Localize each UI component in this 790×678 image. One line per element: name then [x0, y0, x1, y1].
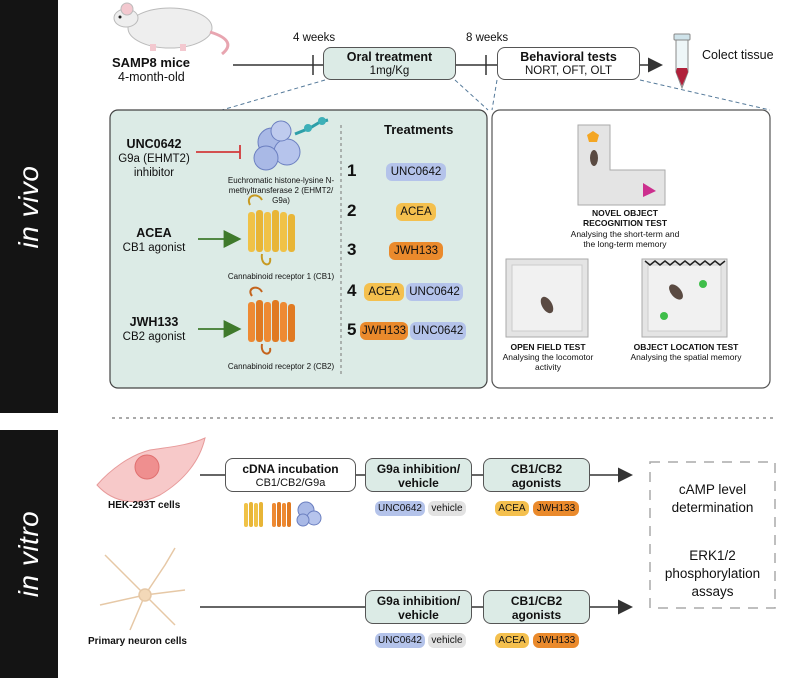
oft-desc-1: Analysing the locomotor	[502, 352, 594, 362]
behavioral-tests-title: Behavioral tests	[520, 50, 617, 64]
treatments-title: Treatments	[384, 122, 454, 137]
oft-desc-2: activity	[535, 362, 561, 372]
behavioral-tests-list: NORT, OFT, OLT	[524, 65, 613, 77]
neuron-pill-acea: ACEA	[495, 633, 529, 648]
treatment-number-4: 4	[347, 281, 357, 300]
g9a-inhibition-box-neuron: G9a inhibition/ vehicle	[365, 590, 472, 624]
g9a-box-hek-line2: vehicle	[398, 476, 439, 490]
nort-desc-1: Analysing the short-term and	[570, 229, 680, 239]
olt-desc: Analysing the spatial memory	[630, 352, 742, 362]
treatment-3-pill-jwh133: JWH133	[389, 242, 443, 260]
hek-pill-acea: ACEA	[495, 501, 529, 516]
drug-unc0642-name: UNC0642	[126, 137, 182, 151]
oft-arena-icon	[505, 258, 589, 338]
cb1-target-label: Cannabinoid receptor 1 (CB1)	[227, 272, 335, 281]
g9a-box-neuron-line1: G9a inhibition/	[376, 594, 461, 608]
mice-age: 4-month-old	[118, 70, 185, 84]
neuron-pill-unc0642: UNC0642	[375, 633, 425, 648]
hek-pill-vehicle: vehicle	[428, 501, 466, 516]
g9a-box-hek-line1: G9a inhibition/	[376, 462, 461, 476]
treatment-4-pill-acea: ACEA	[364, 283, 404, 301]
treatment-number-5: 5	[347, 320, 357, 339]
test-tube-icon	[673, 33, 691, 90]
cb2-receptor-icon	[248, 286, 295, 355]
olt-arena-icon	[641, 258, 728, 338]
g9a-protein-icon	[253, 117, 329, 171]
treatment-number-3: 3	[347, 240, 357, 259]
treatment-2-pill-acea: ACEA	[396, 203, 436, 221]
g9a-target-label: Euchromatic histone-lysine N-methyltrans…	[227, 176, 335, 205]
mice-name: SAMP8 mice	[112, 55, 191, 70]
mouse-icon	[113, 2, 230, 56]
result-erk-line3: assays	[691, 584, 734, 599]
week-8-label: 8 weeks	[466, 32, 509, 44]
drug-unc0642-role1: G9a (EHMT2)	[118, 153, 190, 165]
cb-agonists-box-neuron: CB1/CB2 agonists	[483, 590, 590, 624]
result-camp-line1: cAMP level	[678, 482, 747, 497]
oral-treatment-dose: 1mg/Kg	[369, 65, 410, 77]
neuron-icon	[99, 547, 186, 631]
treatment-4-pill-unc0642: UNC0642	[406, 283, 463, 301]
hek-cell-icon	[96, 437, 206, 503]
week-4-label: 4 weeks	[293, 32, 336, 44]
treatment-1-pill-unc0642: UNC0642	[386, 163, 446, 181]
neuron-label: Primary neuron cells	[88, 636, 187, 647]
oral-treatment-title: Oral treatment	[346, 50, 433, 64]
oral-treatment-box: Oral treatment 1mg/Kg	[323, 47, 456, 80]
nort-title-2: RECOGNITION TEST	[582, 218, 668, 228]
neuron-pill-jwh133: JWH133	[533, 633, 579, 648]
drug-acea-name: ACEA	[136, 226, 172, 240]
hek-pill-unc0642: UNC0642	[375, 501, 425, 516]
olt-title: OBJECT LOCATION TEST	[633, 342, 739, 352]
treatment-5-pill-jwh133: JWH133	[360, 322, 408, 340]
neuron-pill-vehicle: vehicle	[428, 633, 466, 648]
cdna-constructs-icon	[244, 501, 322, 527]
cb-agonists-box-hek: CB1/CB2 agonists	[483, 458, 590, 492]
drug-jwh133-name: JWH133	[129, 315, 179, 329]
cb2-target-label: Cannabinoid receptor 2 (CB2)	[227, 362, 335, 371]
g9a-box-neuron-line2: vehicle	[398, 608, 439, 622]
cb-box-hek-line2: agonists	[511, 476, 562, 490]
cdna-title: cDNA incubation	[242, 462, 339, 476]
cb-box-neuron-line1: CB1/CB2	[510, 594, 563, 608]
results-box	[649, 461, 776, 609]
cb1-receptor-icon	[247, 194, 295, 266]
hek-pill-jwh133: JWH133	[533, 501, 579, 516]
cdna-incubation-box: cDNA incubation CB1/CB2/G9a	[225, 458, 356, 492]
g9a-inhibition-box-hek: G9a inhibition/ vehicle	[365, 458, 472, 492]
in-vivo-sidebar: in vivo	[0, 0, 58, 413]
behavioral-tests-box: Behavioral tests NORT, OFT, OLT	[497, 47, 640, 80]
hek-label: HEK-293T cells	[108, 500, 181, 511]
nort-desc-2: the long-term memory	[583, 239, 667, 249]
cb-box-hek-line1: CB1/CB2	[510, 462, 563, 476]
treatment-number-2: 2	[347, 201, 357, 220]
result-camp-line2: determination	[671, 500, 754, 515]
cdna-subtitle: CB1/CB2/G9a	[255, 477, 326, 489]
cb-box-neuron-line2: agonists	[511, 608, 562, 622]
drug-jwh133-role: CB2 agonist	[122, 331, 186, 343]
oft-title: OPEN FIELD TEST	[510, 342, 586, 352]
treatment-number-1: 1	[347, 161, 357, 180]
in-vitro-sidebar: in vitro	[0, 430, 58, 678]
treatment-5-pill-unc0642: UNC0642	[410, 322, 466, 340]
result-erk-line1: ERK1/2	[689, 548, 736, 563]
result-erk-line2: phosphorylation	[664, 566, 761, 581]
nort-arena-icon	[577, 124, 666, 206]
drug-acea-role: CB1 agonist	[122, 242, 186, 254]
collect-tissue-label: Colect tissue	[702, 48, 774, 62]
nort-title-1: NOVEL OBJECT	[592, 208, 658, 218]
drug-unc0642-role2: inhibitor	[133, 167, 175, 179]
